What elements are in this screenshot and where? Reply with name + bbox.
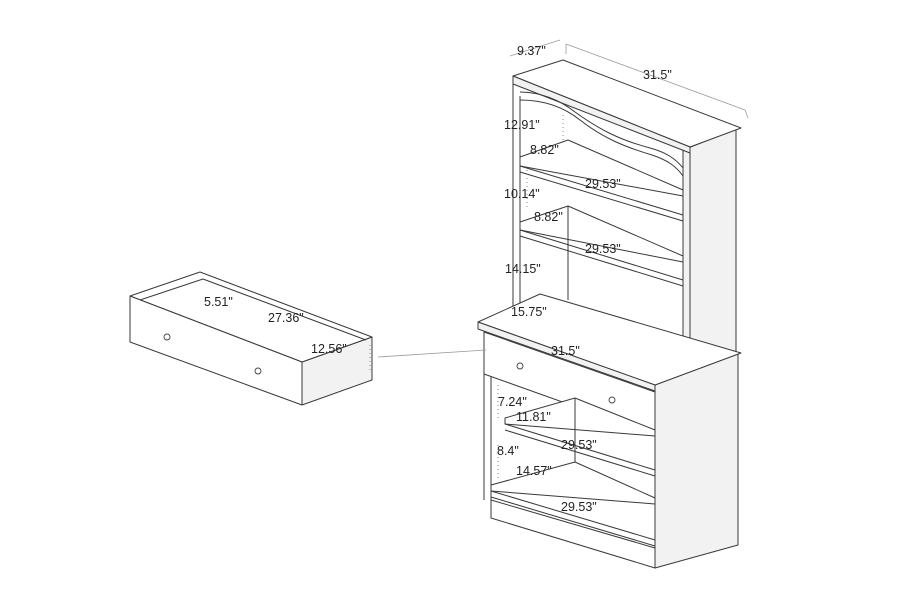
hutch-shelf2-depth-label: 8.82" [534, 210, 563, 224]
base-shelf-1-front-lower [504, 429, 656, 477]
hutch-shelf1-depth-label: 8.82" [530, 143, 559, 157]
detached-drawer [129, 271, 373, 406]
base-shelf2-depth-label: 14.57" [516, 464, 552, 478]
hutch-unit [512, 59, 742, 373]
base-shelf-1 [504, 397, 656, 437]
base-shelf1-depth-label: 11.81" [516, 410, 551, 424]
drawer-knob-right[interactable] [254, 367, 262, 375]
base-toe-kick [490, 499, 656, 569]
hutch-shelf-1 [519, 139, 684, 197]
drawer-back-rim [139, 278, 204, 301]
base-depth-label: 15.75" [511, 305, 547, 319]
drawer-side-rim [202, 278, 367, 341]
hutch-width-label: 31.5" [643, 68, 672, 82]
hutch-top-front [512, 75, 691, 154]
hutch-shelf-1-front-lower [519, 171, 684, 222]
base-cabinet [477, 293, 742, 569]
base-drawer-knob-left[interactable] [516, 362, 524, 370]
drawer-front-face [129, 295, 303, 406]
base-shelf-2-front [490, 490, 656, 541]
hutch-top-gap-label: 12.91" [504, 118, 540, 132]
base-shelf-2 [490, 461, 656, 505]
hutch-shelf1-width-label: 29.53" [585, 177, 621, 191]
base-width-label: 31.5" [551, 344, 580, 358]
base-drawer-knob-right[interactable] [608, 396, 616, 404]
hutch-shelf-2-front-lower [519, 235, 684, 287]
hutch-depth-dimension-line [509, 39, 561, 57]
hutch-side-panel [682, 128, 737, 373]
hutch-shelf-2 [519, 205, 684, 263]
base-shelf-1-front [504, 423, 656, 471]
drawer-depth-label: 12.56" [311, 342, 347, 356]
base-side-panel [654, 353, 739, 569]
drawer-connector-line [377, 349, 487, 358]
base-drawer-gap-label: 7.24" [498, 395, 527, 409]
base-lower-gap-label: 8.4" [497, 444, 519, 458]
base-top-front [477, 321, 656, 392]
hutch-width-dimension-line [565, 43, 746, 111]
hutch-mid-gap-label: 10.14" [504, 187, 540, 201]
base-shelf-2-front-lower [490, 496, 656, 547]
drawer-height-label: 5.51" [204, 295, 233, 309]
drawer-knob-left[interactable] [163, 333, 171, 341]
base-shelf1-width-label: 29.53" [561, 438, 597, 452]
hutch-shelf2-width-label: 29.53" [585, 242, 621, 256]
hutch-valance-inner [519, 99, 684, 177]
hutch-shelf-2-front [519, 229, 684, 281]
base-shelf2-width-label: 29.53" [561, 500, 597, 514]
hutch-bottom-gap-label: 14.15" [505, 262, 541, 276]
hutch-width-tick-right [744, 109, 749, 119]
hutch-shelf-1-front [519, 165, 684, 216]
hutch-depth-label: 9.37" [517, 44, 546, 58]
hutch-valance [519, 91, 684, 169]
drawer-width-label: 27.36" [268, 311, 304, 325]
